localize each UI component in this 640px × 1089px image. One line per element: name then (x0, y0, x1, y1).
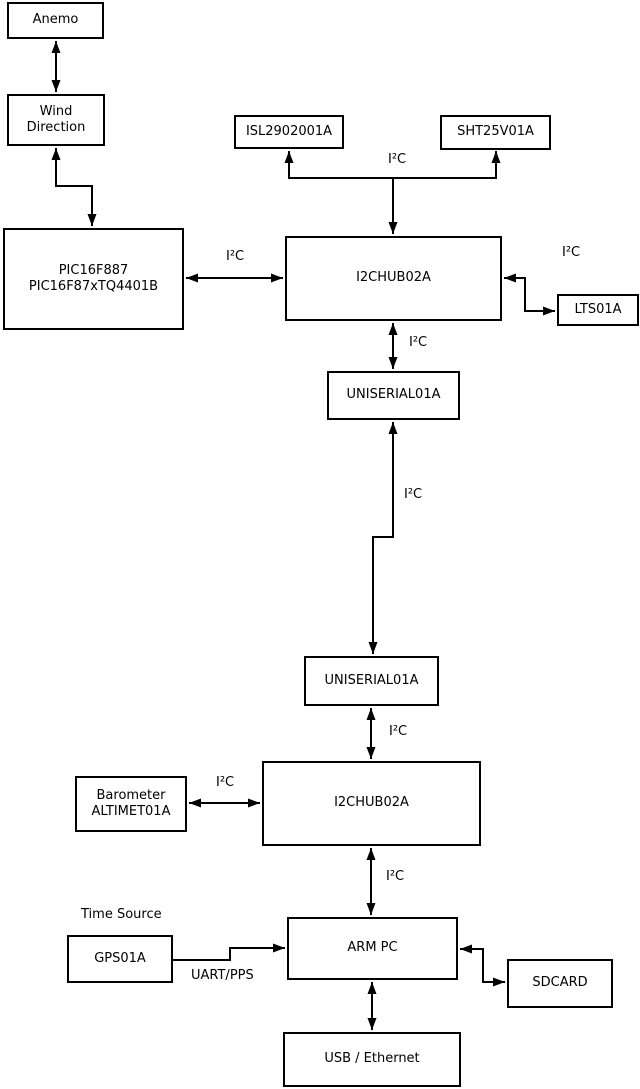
node-uniserial01a-top: UNISERIAL01A (327, 371, 460, 420)
node-uniserial01a-bottom: UNISERIAL01A (304, 656, 439, 706)
node-usb-ethernet: USB / Ethernet (283, 1032, 461, 1087)
edge-label-i2c-hubtop-lts: I²C (562, 245, 581, 260)
node-arm-pc-label: ARM PC (347, 940, 398, 956)
node-sht25v01a-label: SHT25V01A (457, 124, 534, 140)
node-uniserial01a-top-label: UNISERIAL01A (346, 387, 441, 403)
edge-label-i2c-pic-hubtop: I²C (226, 249, 245, 264)
node-i2chub02a-bottom: I2CHUB02A (262, 761, 481, 846)
node-wind-direction: Wind Direction (7, 94, 105, 146)
node-pic16f887-label: PIC16F887 PIC16F87xTQ4401B (28, 262, 159, 294)
edge-label-i2c-barometer-hub: I²C (216, 775, 235, 790)
edge-label-i2c-sensors-tee: I²C (388, 152, 407, 167)
edge-label-i2c-hubtop-uniserial: I²C (409, 335, 428, 350)
node-i2chub02a-top: I2CHUB02A (285, 236, 502, 321)
edge-label-i2c-uniserial-link: I²C (404, 487, 423, 502)
node-arm-pc: ARM PC (287, 917, 458, 980)
node-uniserial01a-bottom-label: UNISERIAL01A (324, 672, 419, 688)
node-anemo-label: Anemo (32, 12, 79, 28)
node-lts01a-label: LTS01A (574, 301, 622, 317)
node-isl2902001a: ISL2902001A (234, 115, 344, 149)
node-barometer: Barometer ALTIMET01A (75, 776, 187, 832)
node-i2chub02a-top-label: I2CHUB02A (356, 270, 431, 286)
node-i2chub02a-bottom-label: I2CHUB02A (334, 795, 409, 811)
connector-uniserialtop-uniserialbottom (368, 422, 398, 654)
connector-gps-armpc (173, 943, 285, 961)
node-anemo: Anemo (7, 2, 104, 39)
edge-label-i2c-hub-armpc: I²C (386, 869, 405, 884)
node-sht25v01a: SHT25V01A (440, 115, 551, 150)
edge-label-uart-pps: UART/PPS (191, 968, 254, 983)
node-sdcard-label: SDCARD (532, 975, 588, 991)
connector-hubtop-lts (504, 273, 555, 316)
node-wind-direction-label: Wind Direction (26, 103, 86, 135)
node-pic16f887: PIC16F887 PIC16F87xTQ4401B (3, 228, 184, 330)
connector-wind-pic (51, 148, 97, 226)
edge-label-i2c-uniserial-hubbottom: I²C (389, 724, 408, 739)
node-sdcard: SDCARD (507, 959, 613, 1008)
node-gps01a: GPS01A (67, 935, 173, 983)
node-gps01a-label: GPS01A (94, 950, 146, 966)
edge-label-time-source: Time Source (81, 907, 162, 922)
node-isl2902001a-label: ISL2902001A (245, 123, 333, 139)
node-barometer-label: Barometer ALTIMET01A (91, 787, 171, 819)
node-usb-ethernet-label: USB / Ethernet (324, 1051, 420, 1067)
node-lts01a: LTS01A (557, 294, 639, 326)
connector-armpc-sdcard (460, 944, 505, 987)
